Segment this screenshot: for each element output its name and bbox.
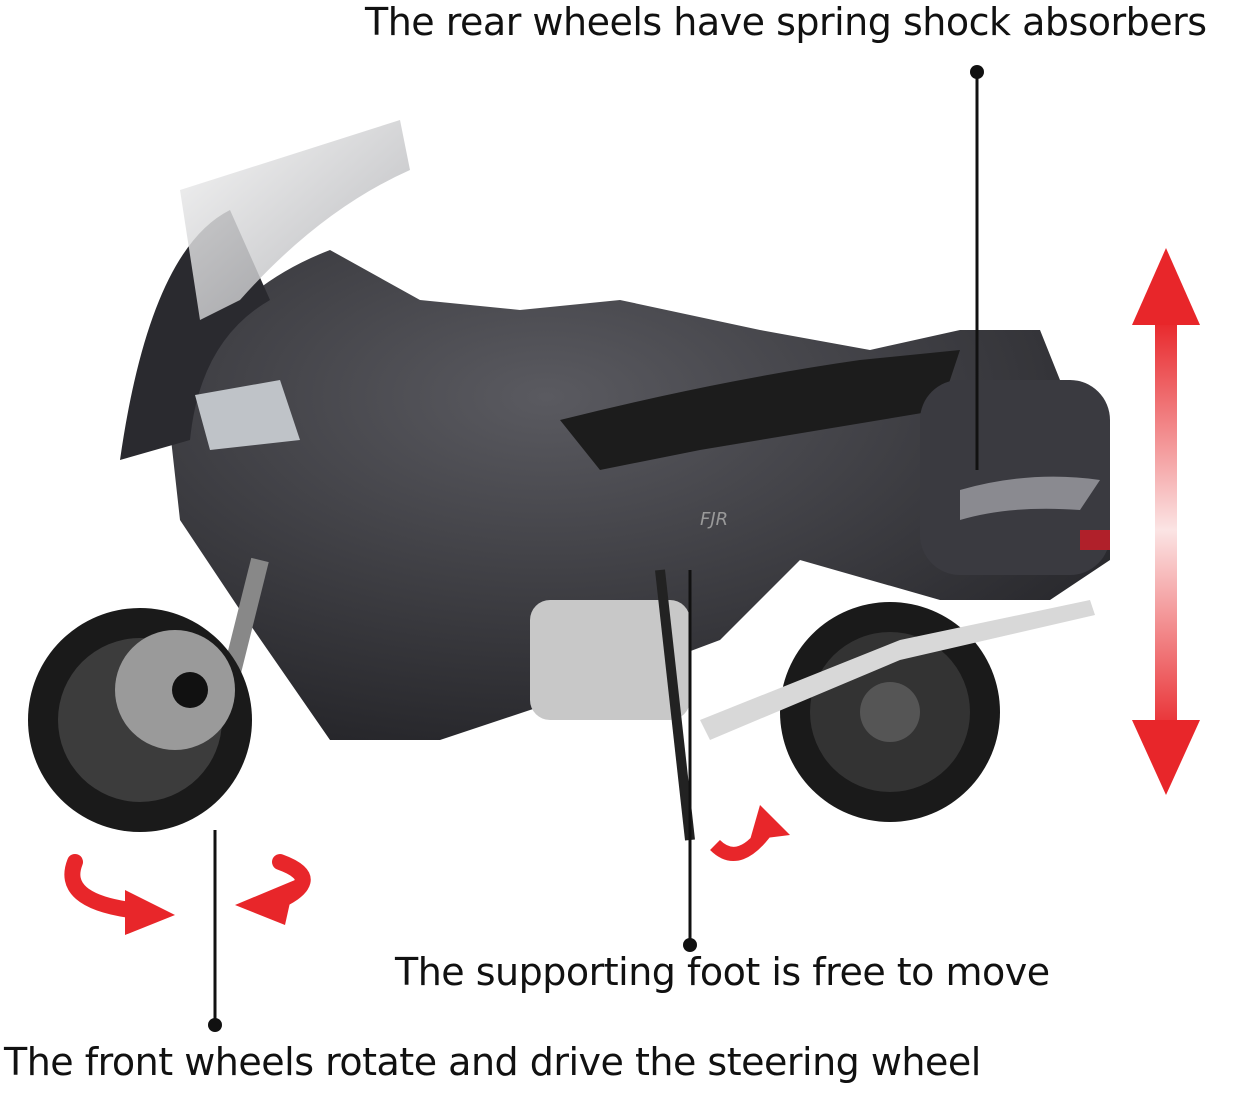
headlight: [195, 380, 300, 450]
front-wheel: [28, 557, 269, 832]
saddlebag: [920, 380, 1110, 575]
seat: [560, 350, 960, 470]
callout-lines: [213, 72, 979, 1025]
arrow-head-icon: [125, 890, 175, 935]
caption-supporting-foot: The supporting foot is free to move: [395, 950, 1050, 994]
engine: [530, 600, 690, 720]
callout-dot: [208, 1018, 222, 1032]
vertical-red-arrow-icon: [1132, 248, 1200, 795]
arrow-head-icon: [750, 805, 790, 840]
model-badge: FJR: [700, 509, 728, 530]
exhaust: [700, 600, 1095, 740]
arrow-head-icon: [235, 880, 295, 925]
tail-light: [1080, 530, 1110, 550]
callout-dot: [683, 938, 697, 952]
motorcycle-body: FJR: [120, 120, 1110, 841]
caption-rear-shock: The rear wheels have spring shock absorb…: [365, 0, 1207, 44]
caption-front-wheels: The front wheels rotate and drive the st…: [4, 1040, 981, 1084]
windshield: [180, 120, 410, 320]
callout-dot: [970, 65, 984, 79]
kickstand: [655, 569, 695, 841]
